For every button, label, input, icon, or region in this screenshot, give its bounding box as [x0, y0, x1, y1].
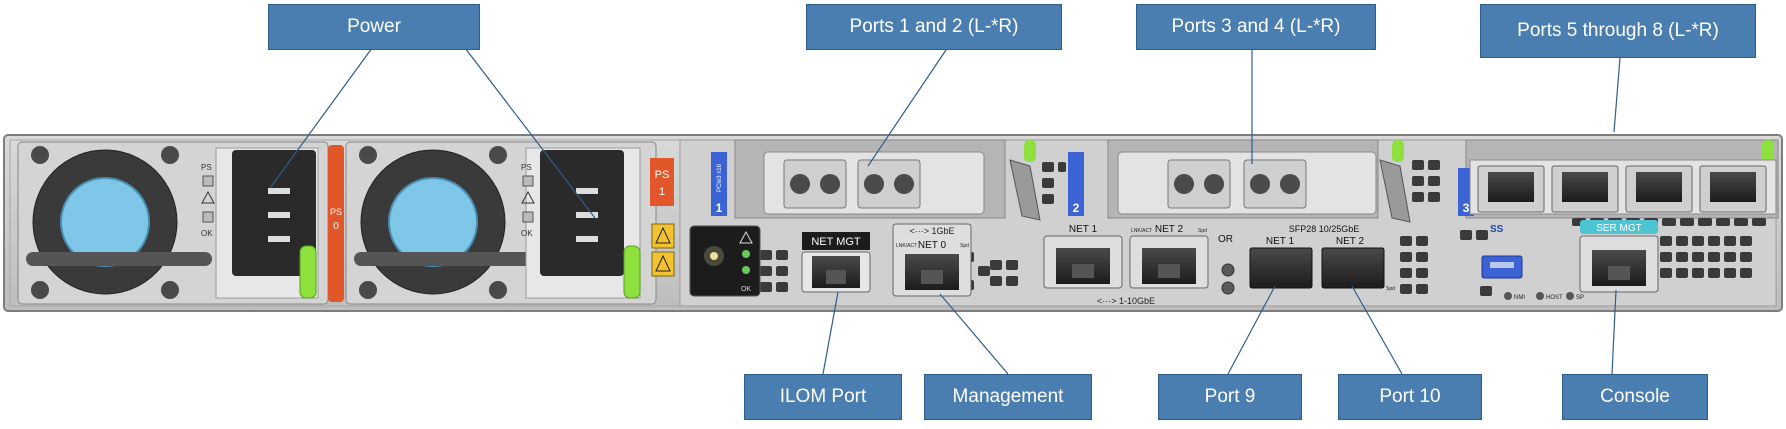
rj45-speed-label: <···> 1-10GbE [1097, 296, 1155, 306]
callout-ports-5-8: Ports 5 through 8 (L-*R) [1480, 4, 1756, 58]
latch [1024, 140, 1036, 162]
net0-label: NET 0 [918, 240, 947, 251]
ps0-label-strip [328, 145, 344, 302]
ps0-index: 0 [333, 221, 339, 232]
callout-management: Management [924, 374, 1092, 420]
callout-power: Power [268, 4, 480, 50]
net0-lnk-label: LNK/ACT [896, 243, 917, 249]
psu1-led-ok: OK [521, 229, 533, 238]
slot1-number: 1 [716, 201, 723, 215]
latch-lever [1379, 159, 1411, 223]
sfp-title-label: SFP28 10/25GbE [1289, 224, 1360, 234]
ser-mgt-label: SER MGT [1596, 223, 1642, 234]
nmi-label: NMI [1514, 295, 1525, 301]
ps1-label-strip [650, 158, 674, 206]
ps1-index: 1 [659, 186, 665, 198]
callout-ports-5-8-text: Ports 5 through 8 (L-*R) [1517, 20, 1719, 41]
power-supply-1: PS OK [345, 141, 657, 305]
warning-label [651, 251, 675, 277]
ps0-label: PS [330, 207, 342, 217]
callout-console: Console [1562, 374, 1708, 420]
or-label: OR [1218, 234, 1233, 245]
callout-port-10: Port 10 [1338, 374, 1482, 420]
callout-port-10-text: Port 10 [1379, 386, 1441, 407]
slot2-number: 2 [1073, 201, 1080, 215]
warning-icon [655, 226, 671, 244]
vent-holes [760, 160, 1766, 296]
ser-mgt-label-bg [1580, 220, 1658, 234]
callout-management-text: Management [952, 386, 1064, 407]
usb-label: SS [1490, 224, 1504, 235]
rj45-net2-lnk-label: LNK/ACT [1131, 228, 1152, 234]
host-label: HOST [1546, 295, 1563, 301]
pcie-slot-1 [711, 139, 1006, 219]
slot1-label: PCIe3 x16 [717, 163, 723, 192]
latch-lever [1009, 159, 1041, 221]
sfp-net1-port [1249, 247, 1313, 289]
callout-ports-1-2-text: Ports 1 and 2 (L-*R) [849, 16, 1019, 37]
callout-port-9-text: Port 9 [1204, 386, 1256, 407]
net0-port [892, 223, 972, 297]
pcie-slot-2 [1068, 139, 1379, 219]
rj45-net2-label: NET 2 [1155, 224, 1184, 235]
sp-label: SP [1576, 295, 1584, 301]
rj45-net2-port [1129, 235, 1209, 289]
callout-ports-1-2: Ports 1 and 2 (L-*R) [806, 4, 1062, 50]
net0-spd-label: Spd [960, 243, 969, 249]
latch [1762, 140, 1774, 162]
net-mgt-port [801, 232, 871, 293]
slot3-number: 3 [1463, 201, 1470, 215]
warning-icon [739, 230, 753, 244]
callout-ilom-port-text: ILOM Port [779, 386, 867, 407]
warning-icon [521, 190, 535, 204]
quad-rj45-card [1469, 159, 1777, 215]
net-mgt-label: NET MGT [811, 236, 861, 248]
sfp-net2-port [1321, 247, 1385, 289]
psu1-led-ps: PS [521, 163, 532, 172]
callout-power-text: Power [347, 16, 401, 37]
callout-ports-3-4-text: Ports 3 and 4 (L-*R) [1171, 16, 1341, 37]
psu0-led-ok: OK [201, 229, 213, 238]
psu0-led-ps: PS [201, 163, 212, 172]
latch [1392, 140, 1404, 162]
rj45-net1-port [1043, 235, 1123, 289]
leader-lines [269, 43, 1621, 375]
net0-speed-label: <···> 1GbE [909, 226, 954, 236]
rj45-net1-label: NET 1 [1069, 224, 1098, 235]
ps1-label: PS [655, 169, 670, 181]
ser-mgt-port [1579, 235, 1659, 293]
warning-label [651, 223, 675, 249]
callout-ilom-port: ILOM Port [744, 374, 902, 420]
sfp-net2-label: NET 2 [1336, 236, 1365, 247]
sfp-net1-label: NET 1 [1266, 236, 1295, 247]
callout-port-9: Port 9 [1158, 374, 1302, 420]
sfp-spd-label: Spd [1386, 286, 1395, 292]
status-ok-label: OK [741, 286, 751, 293]
warning-icon [655, 254, 671, 272]
callout-ports-3-4: Ports 3 and 4 (L-*R) [1136, 4, 1376, 50]
warning-icon [201, 190, 215, 204]
callout-console-text: Console [1600, 386, 1670, 407]
power-supply-0: PS OK [17, 141, 329, 305]
status-panel: OK [689, 225, 761, 297]
rj45-net2-spd-label: Spd [1198, 228, 1207, 234]
